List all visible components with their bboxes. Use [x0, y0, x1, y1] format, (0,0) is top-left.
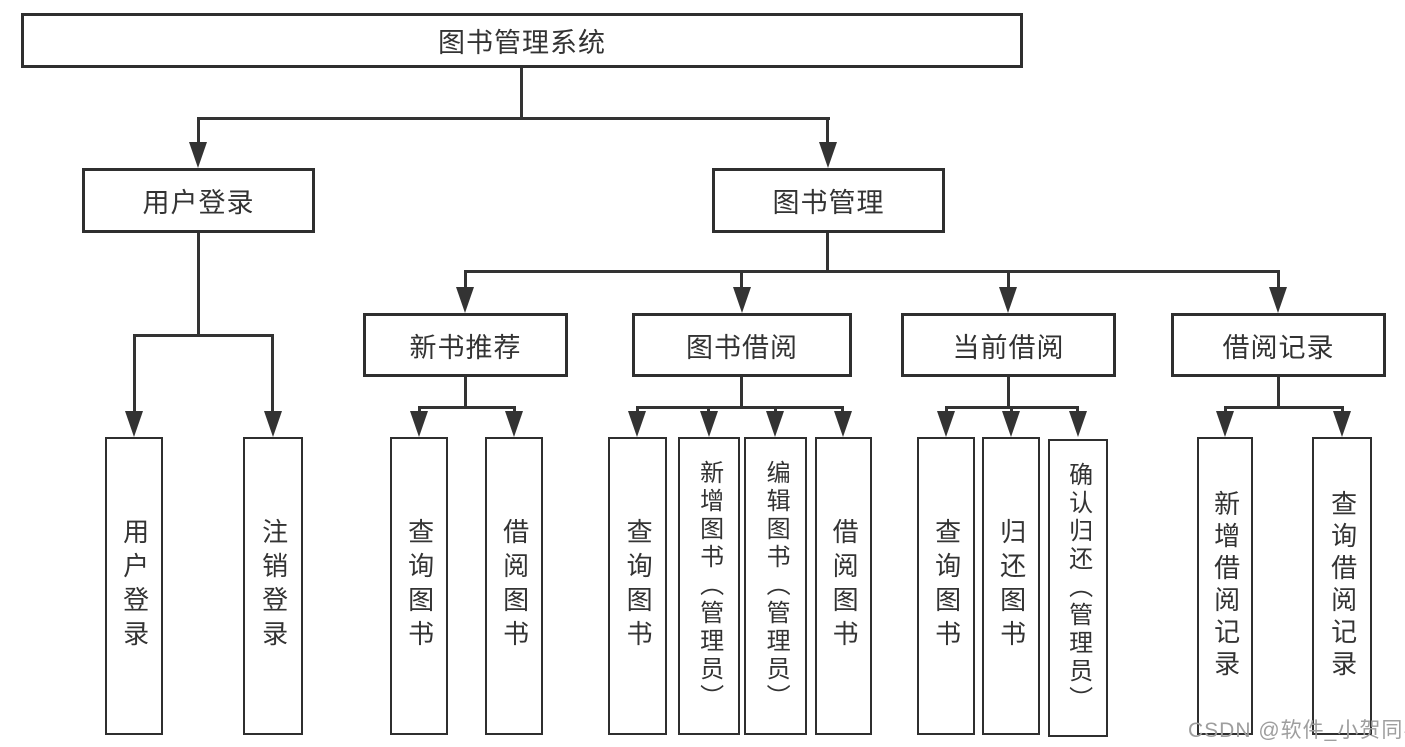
- connector-line: [707, 406, 710, 414]
- leaf-logout-label: 注销登录: [258, 518, 289, 654]
- leaf-current-return-label: 归还图书: [996, 518, 1027, 654]
- leaf-bookborrow-borrow: 借阅图书: [815, 437, 872, 735]
- leaf-records-query-label: 查询借阅记录: [1327, 490, 1358, 682]
- node-book-mgmt-label: 图书管理: [772, 188, 885, 218]
- connector-arrow: [410, 411, 428, 437]
- connector-line: [271, 334, 274, 414]
- connector-arrow: [1069, 411, 1087, 437]
- leaf-bookborrow-edit-label: 编辑图书（管理员）: [762, 460, 790, 712]
- connector-line: [1007, 377, 1010, 409]
- leaf-bookborrow-query: 查询图书: [608, 437, 667, 735]
- connector-arrow: [1269, 287, 1287, 313]
- connector-line: [841, 406, 844, 414]
- connector-line: [464, 377, 467, 409]
- connector-arrow: [700, 411, 718, 437]
- leaf-current-query: 查询图书: [917, 437, 975, 735]
- connector-arrow: [834, 411, 852, 437]
- connector-line: [1277, 377, 1280, 409]
- node-book-mgmt: 图书管理: [712, 168, 945, 233]
- node-user-login-label: 用户登录: [142, 188, 255, 218]
- connector-line: [1224, 406, 1344, 409]
- leaf-records-query: 查询借阅记录: [1312, 437, 1372, 735]
- node-current-borrow: 当前借阅: [901, 313, 1116, 377]
- connector-line: [133, 334, 274, 337]
- connector-arrow: [766, 411, 784, 437]
- node-book-borrow: 图书借阅: [632, 313, 852, 377]
- connector-arrow: [189, 142, 207, 168]
- leaf-bookborrow-edit: 编辑图书（管理员）: [744, 437, 807, 735]
- leaf-newbook-query-label: 查询图书: [404, 518, 435, 654]
- node-new-book: 新书推荐: [363, 313, 568, 377]
- connector-line: [826, 117, 829, 145]
- connector-line: [418, 406, 421, 414]
- connector-arrow: [1333, 411, 1351, 437]
- connector-line: [774, 406, 777, 414]
- connector-line: [740, 377, 743, 409]
- connector-line: [826, 233, 829, 273]
- leaf-records-add: 新增借阅记录: [1197, 437, 1253, 735]
- leaf-user-login-label: 用户登录: [119, 518, 150, 654]
- connector-line: [197, 117, 830, 120]
- leaf-current-query-label: 查询图书: [931, 518, 962, 654]
- leaf-user-login: 用户登录: [105, 437, 163, 735]
- leaf-newbook-borrow: 借阅图书: [485, 437, 543, 735]
- node-borrow-records: 借阅记录: [1171, 313, 1386, 377]
- connector-arrow: [937, 411, 955, 437]
- leaf-logout: 注销登录: [243, 437, 303, 735]
- leaf-current-confirm-label: 确认归还（管理员）: [1064, 462, 1092, 714]
- node-current-borrow-label: 当前借阅: [952, 332, 1065, 363]
- connector-arrow: [456, 287, 474, 313]
- leaf-bookborrow-add: 新增图书（管理员）: [678, 437, 740, 735]
- node-root-label: 图书管理系统: [438, 28, 606, 58]
- connector-line: [197, 117, 200, 145]
- connector-arrow: [264, 411, 282, 437]
- leaf-current-return: 归还图书: [982, 437, 1040, 735]
- csdn-watermark: CSDN @软件_小贺同学: [1188, 719, 1405, 742]
- leaf-bookborrow-query-label: 查询图书: [623, 518, 654, 654]
- connector-line: [945, 406, 948, 414]
- connector-line: [740, 270, 743, 290]
- connector-arrow: [1002, 411, 1020, 437]
- node-book-borrow-label: 图书借阅: [686, 332, 798, 363]
- connector-arrow: [125, 411, 143, 437]
- connector-line: [1341, 406, 1344, 414]
- node-root: 图书管理系统: [21, 13, 1023, 68]
- connector-arrow: [1216, 411, 1234, 437]
- connector-line: [513, 406, 516, 414]
- connector-arrow: [819, 142, 837, 168]
- connector-line: [1076, 406, 1079, 414]
- connector-line: [636, 406, 844, 409]
- connector-arrow: [733, 287, 751, 313]
- connector-arrow: [505, 411, 523, 437]
- leaf-bookborrow-borrow-label: 借阅图书: [829, 518, 860, 654]
- node-new-book-label: 新书推荐: [409, 332, 522, 363]
- connector-line: [418, 406, 516, 409]
- leaf-newbook-borrow-label: 借阅图书: [499, 518, 530, 654]
- connector-line: [1224, 406, 1227, 414]
- node-user-login: 用户登录: [82, 168, 315, 233]
- leaf-newbook-query: 查询图书: [390, 437, 448, 735]
- connector-line: [520, 68, 523, 118]
- connector-line: [1277, 270, 1280, 290]
- node-borrow-records-label: 借阅记录: [1222, 332, 1335, 363]
- leaf-bookborrow-add-label: 新增图书（管理员）: [695, 460, 723, 712]
- connector-arrow: [999, 287, 1017, 313]
- leaf-records-add-label: 新增借阅记录: [1210, 490, 1241, 682]
- connector-line: [133, 334, 136, 414]
- connector-arrow: [628, 411, 646, 437]
- leaf-current-confirm: 确认归还（管理员）: [1048, 439, 1108, 737]
- connector-line: [1010, 406, 1013, 414]
- connector-line: [636, 406, 639, 414]
- connector-line: [197, 233, 200, 337]
- connector-line: [464, 270, 1280, 273]
- connector-line: [464, 270, 467, 290]
- connector-line: [1007, 270, 1010, 290]
